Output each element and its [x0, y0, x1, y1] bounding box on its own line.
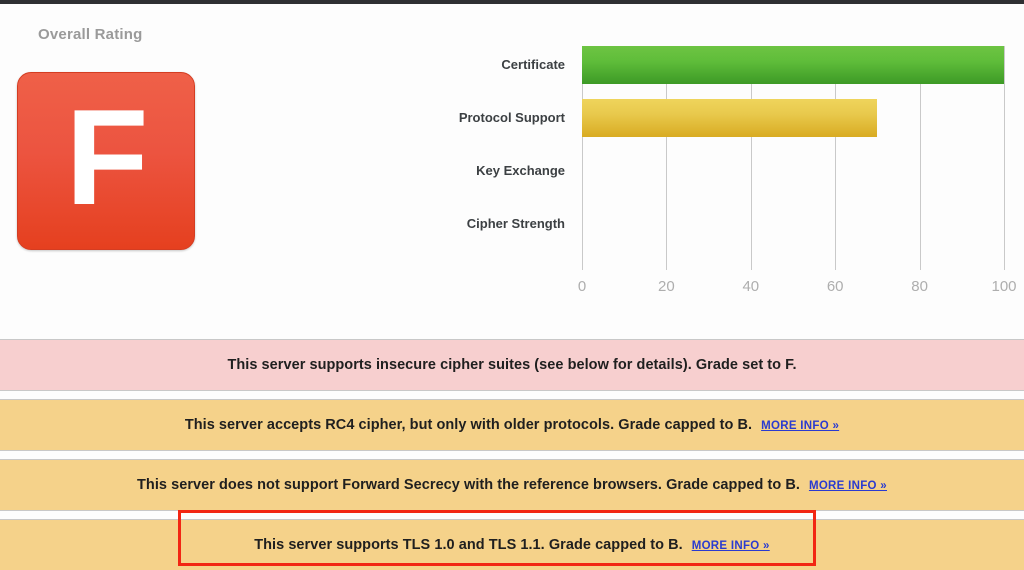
chart-category-label: Key Exchange: [476, 163, 565, 178]
chart-bar: [582, 99, 878, 137]
chart-x-tick-label: 100: [991, 278, 1017, 295]
chart-gridline: [835, 46, 837, 270]
more-info-link[interactable]: MORE INFO »: [761, 420, 840, 432]
alert-message: This server supports TLS 1.0 and TLS 1.1…: [254, 537, 683, 553]
chart-plot-area: [582, 46, 1005, 270]
grade-letter: F: [65, 81, 148, 233]
page-title: Overall Rating: [38, 26, 143, 43]
alert-message: This server accepts RC4 cipher, but only…: [184, 417, 753, 433]
chart-x-tick-label: 20: [658, 278, 675, 295]
overall-grade-badge: F: [17, 72, 195, 250]
chart-x-tick-labels: 0 20 40 60 80 100: [578, 278, 1017, 302]
chart-x-tick-label: 0: [577, 278, 587, 295]
chart-x-tick-label: 40: [742, 278, 760, 295]
chart-category-label: Protocol Support: [458, 110, 565, 125]
chart-category-label: Certificate: [501, 57, 565, 72]
alert-row: This server does not support Forward Sec…: [0, 459, 1024, 511]
alert-message: This server supports insecure cipher sui…: [227, 357, 797, 373]
more-info-link[interactable]: MORE INFO »: [808, 480, 887, 492]
chart-gridline: [919, 46, 921, 270]
chart-gridline: [750, 46, 752, 270]
alert-row: This server supports TLS 1.0 and TLS 1.1…: [0, 510, 1024, 570]
chart-category-label: Cipher Strength: [466, 216, 565, 231]
chart-gridline: [1004, 46, 1005, 270]
alert-message: This server does not support Forward Sec…: [137, 477, 800, 493]
chart-gridline: [666, 46, 668, 270]
alert-row: This server supports insecure cipher sui…: [0, 339, 1024, 391]
alert-list: This server supports insecure cipher sui…: [0, 339, 1024, 570]
more-info-link[interactable]: MORE INFO »: [691, 540, 770, 552]
chart-x-tick-label: 80: [911, 278, 928, 295]
letterbox-top-bar: [0, 0, 1024, 4]
chart-gridline: [582, 46, 583, 270]
chart-x-tick-label: 60: [826, 278, 844, 295]
alert-row: This server accepts RC4 cipher, but only…: [0, 399, 1024, 451]
chart-bar: [582, 46, 1004, 84]
